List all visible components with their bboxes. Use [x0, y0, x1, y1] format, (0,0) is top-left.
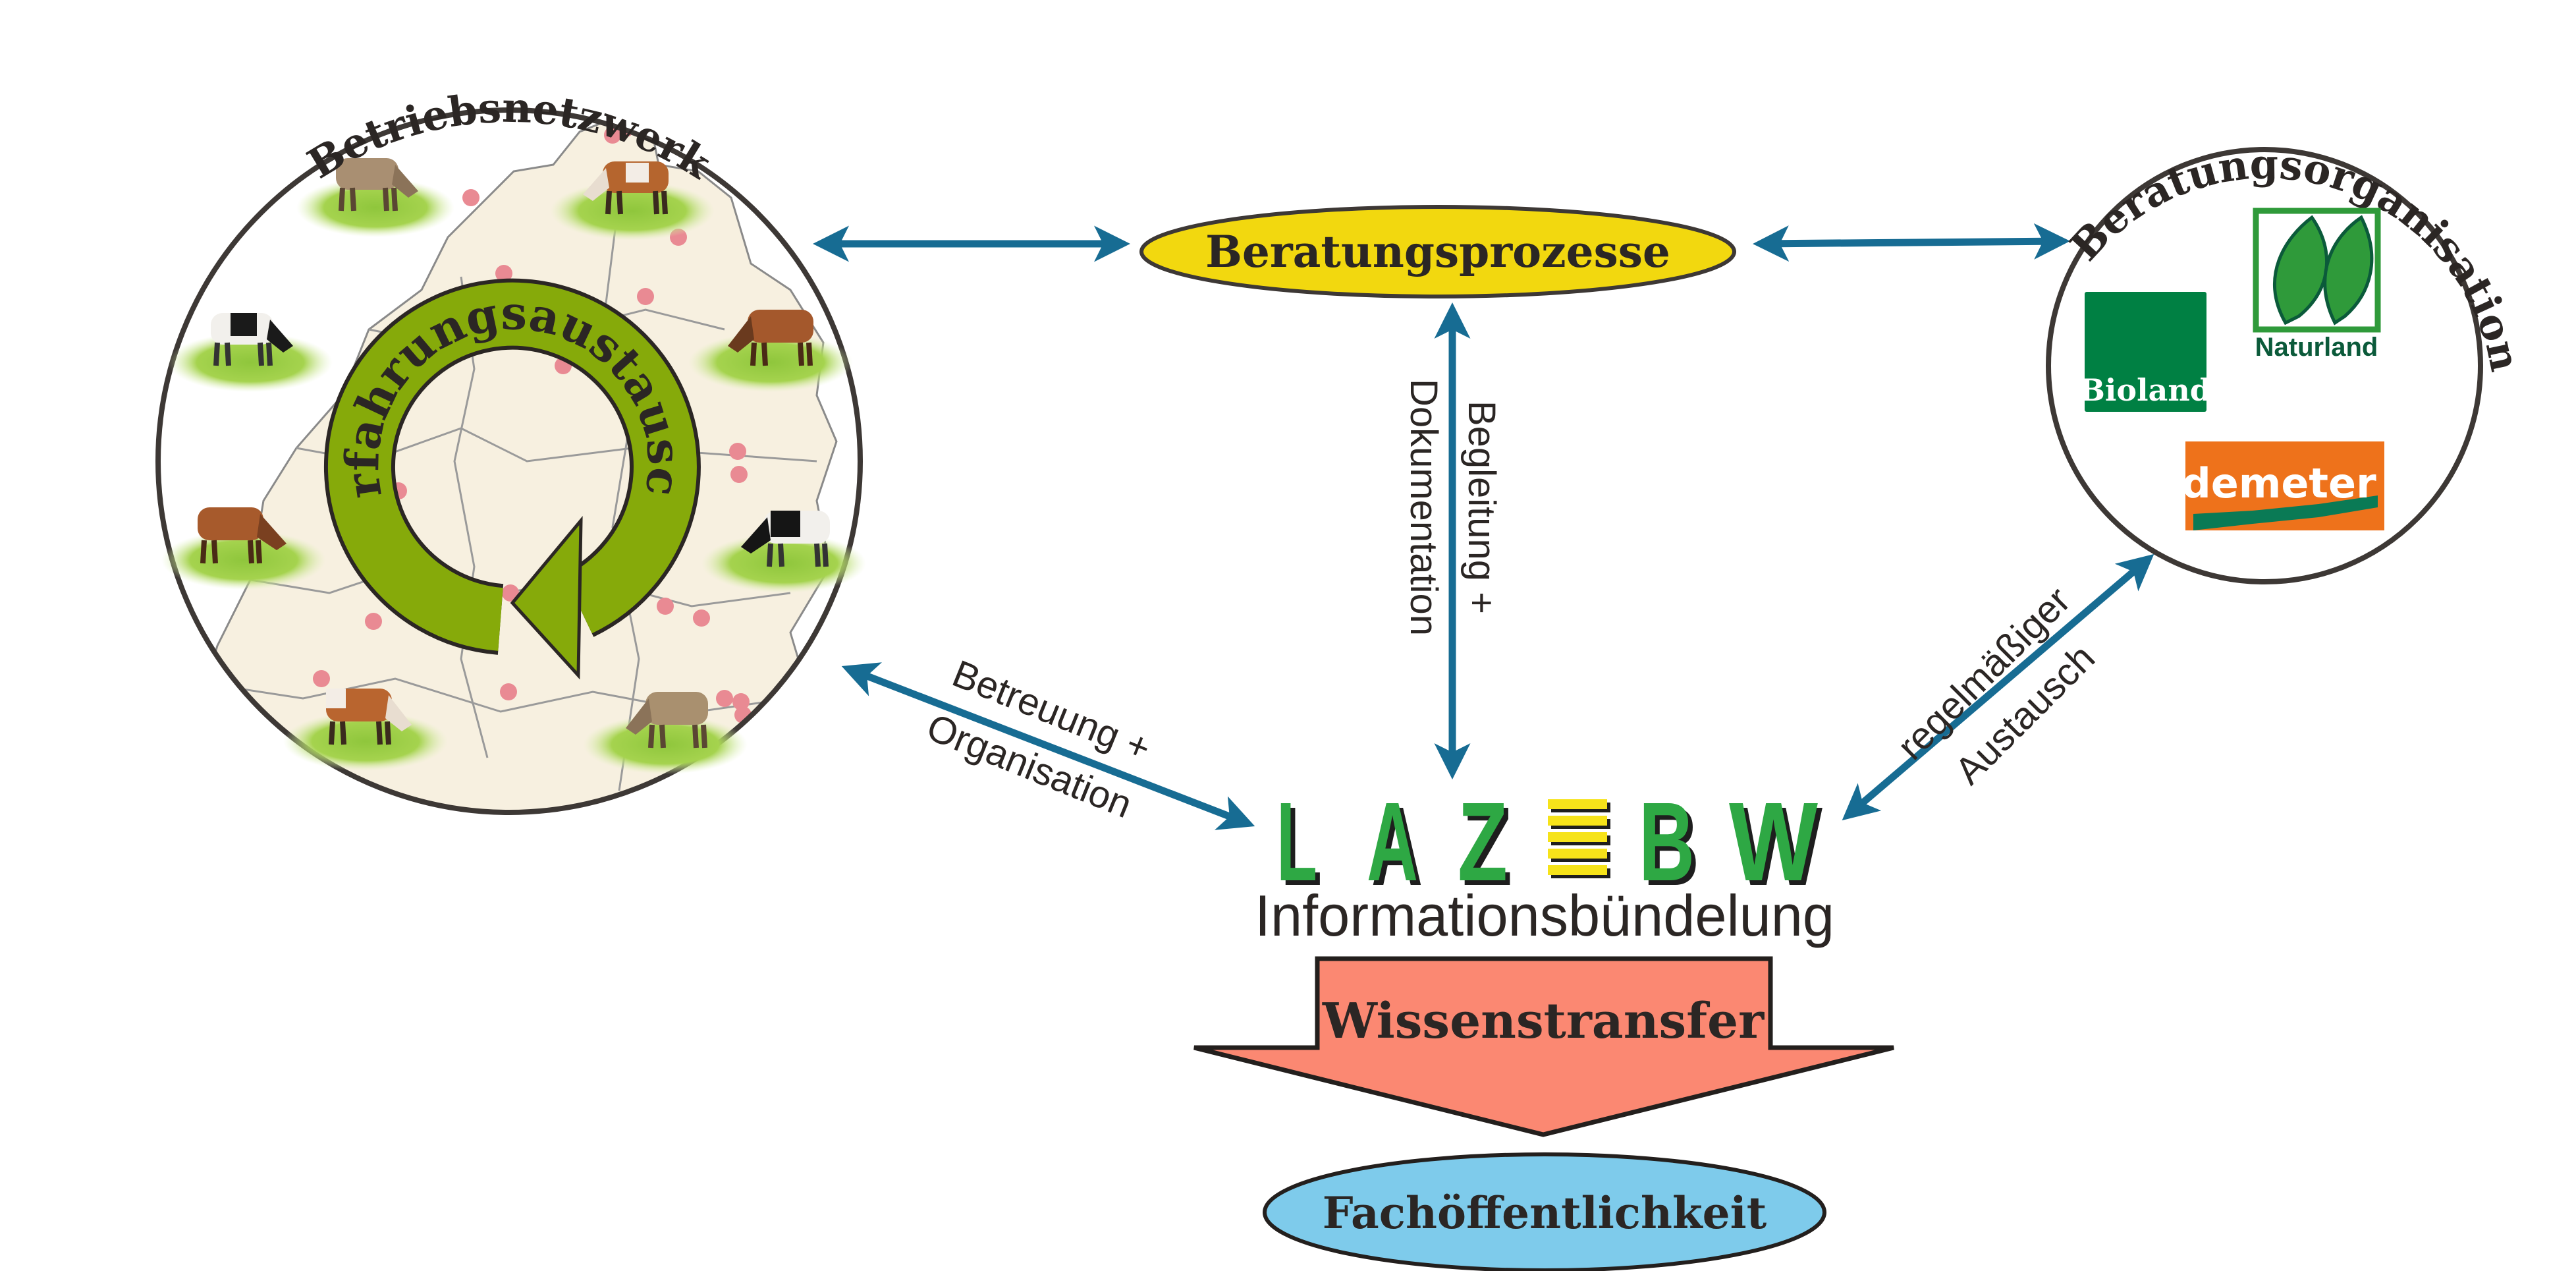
public-label: Fachöffentlichkeit	[1323, 1187, 1767, 1239]
arrow-organizations-lazbw	[1842, 553, 2154, 821]
lazbw-letter: B	[1639, 779, 1695, 905]
edge-label-line: Begleitung +	[1460, 401, 1503, 614]
cow-icon	[168, 313, 333, 392]
demeter-label: demeter	[2181, 459, 2376, 507]
cycle-arrow-icon	[324, 278, 701, 680]
connector-arrows	[813, 223, 2154, 830]
lazbw-letter-shadow: B	[1643, 784, 1699, 909]
naturland-label: Naturland	[2255, 333, 2378, 362]
lazbw-letter: W	[1729, 779, 1818, 905]
lazbw-letters: L L A A Z Z B B W W	[1276, 779, 1822, 909]
network-circle: Erfahrungsaustausch Betriebsnetzwerk	[0, 0, 866, 815]
lazbw-letter-shadow: W	[1734, 784, 1822, 909]
edge-label-vertical: Begleitung + Dokumentation	[1402, 379, 1503, 636]
lazbw-letter-shadow: L	[1281, 784, 1322, 909]
edge-label-left: Betreuung + Organisation	[921, 652, 1157, 826]
cow-icon	[296, 158, 454, 237]
transfer-arrow: Wissenstransfer	[1193, 956, 1894, 1137]
cow-icon	[688, 310, 853, 392]
leaf-icon	[2273, 215, 2329, 325]
lazbw-letter-shadow: Z	[1462, 784, 1512, 909]
arrow-process-organizations	[1753, 223, 2070, 262]
lazbw-subtitle: Informationsbündelung	[1255, 883, 1834, 948]
lazbw-logo: L L A A Z Z B B W W Informationsbündelun…	[1255, 779, 1834, 948]
process-label: Beratungsprozesse	[1205, 226, 1670, 277]
lazbw-letter: L	[1276, 779, 1317, 905]
cow-icon	[161, 507, 326, 590]
arrow-network-lazbw	[841, 662, 1255, 830]
bioland-logo: Bioland	[2079, 292, 2211, 412]
naturland-logo: Naturland	[2253, 208, 2381, 362]
lazbw-letter-shadow: A	[1371, 784, 1423, 909]
public-node: Fachöffentlichkeit	[1263, 1152, 1826, 1271]
transfer-label: Wissenstransfer	[1322, 993, 1765, 1050]
process-node: Beratungsprozesse	[1139, 205, 1736, 298]
demeter-logo: demeter	[2181, 441, 2384, 530]
leaf-icon	[2323, 215, 2374, 325]
cow-icon	[283, 689, 448, 771]
cow-icon	[583, 692, 748, 774]
lazbw-letter: A	[1367, 779, 1418, 905]
bioland-label: Bioland	[2079, 372, 2211, 408]
lazbw-letter: Z	[1458, 779, 1508, 905]
edge-label-line: Dokumentation	[1402, 379, 1445, 636]
cow-icon	[550, 161, 715, 240]
cow-icon	[701, 511, 866, 593]
lazbw-bars-icon	[1548, 799, 1610, 878]
